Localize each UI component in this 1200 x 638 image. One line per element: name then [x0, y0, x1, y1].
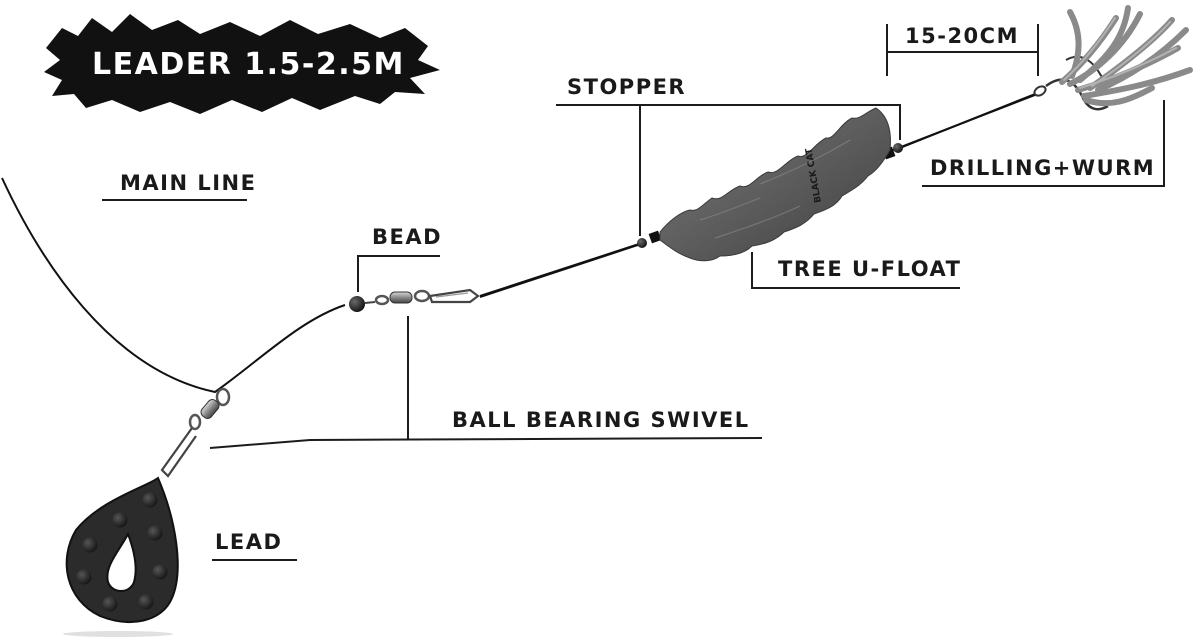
drilling-hook-worm: [1033, 5, 1193, 111]
bead-label: BEAD: [372, 225, 442, 249]
swivel-label: BALL BEARING SWIVEL: [452, 408, 750, 432]
main-line: [1, 177, 346, 394]
float-body: [659, 107, 891, 262]
leader-line-front: [479, 242, 645, 298]
label-drilling: DRILLING+WURM: [922, 100, 1165, 187]
title-text: LEADER 1.5-2.5M: [92, 47, 405, 82]
float-label: TREE U-FLOAT: [778, 257, 961, 281]
ball-bearing-swivel: [364, 288, 480, 306]
lead-hole: [106, 531, 137, 592]
stopper-bead-back: [893, 143, 903, 153]
lead-weight: [63, 387, 231, 637]
label-bead: BEAD: [357, 225, 442, 292]
label-lead: LEAD: [212, 530, 297, 561]
label-main-line: MAIN LINE: [102, 171, 256, 201]
distance-label: 15-20CM: [905, 24, 1019, 48]
stopper-bead-front: [637, 238, 647, 248]
title-banner-shape: [44, 14, 440, 114]
tree-u-float: BLACK CAT: [648, 107, 896, 262]
main-line-label: MAIN LINE: [120, 171, 256, 195]
lead-label: LEAD: [215, 530, 282, 554]
bead: [349, 296, 365, 312]
drilling-label: DRILLING+WURM: [930, 156, 1155, 180]
title-banner: LEADER 1.5-2.5M: [44, 14, 440, 114]
label-stopper: STOPPER: [556, 75, 901, 236]
stopper-label: STOPPER: [567, 75, 686, 99]
label-swivel: BALL BEARING SWIVEL: [209, 316, 763, 449]
leader-line-back: [894, 93, 1036, 151]
label-distance: 15-20CM: [886, 24, 1039, 76]
label-float: TREE U-FLOAT: [751, 252, 961, 289]
